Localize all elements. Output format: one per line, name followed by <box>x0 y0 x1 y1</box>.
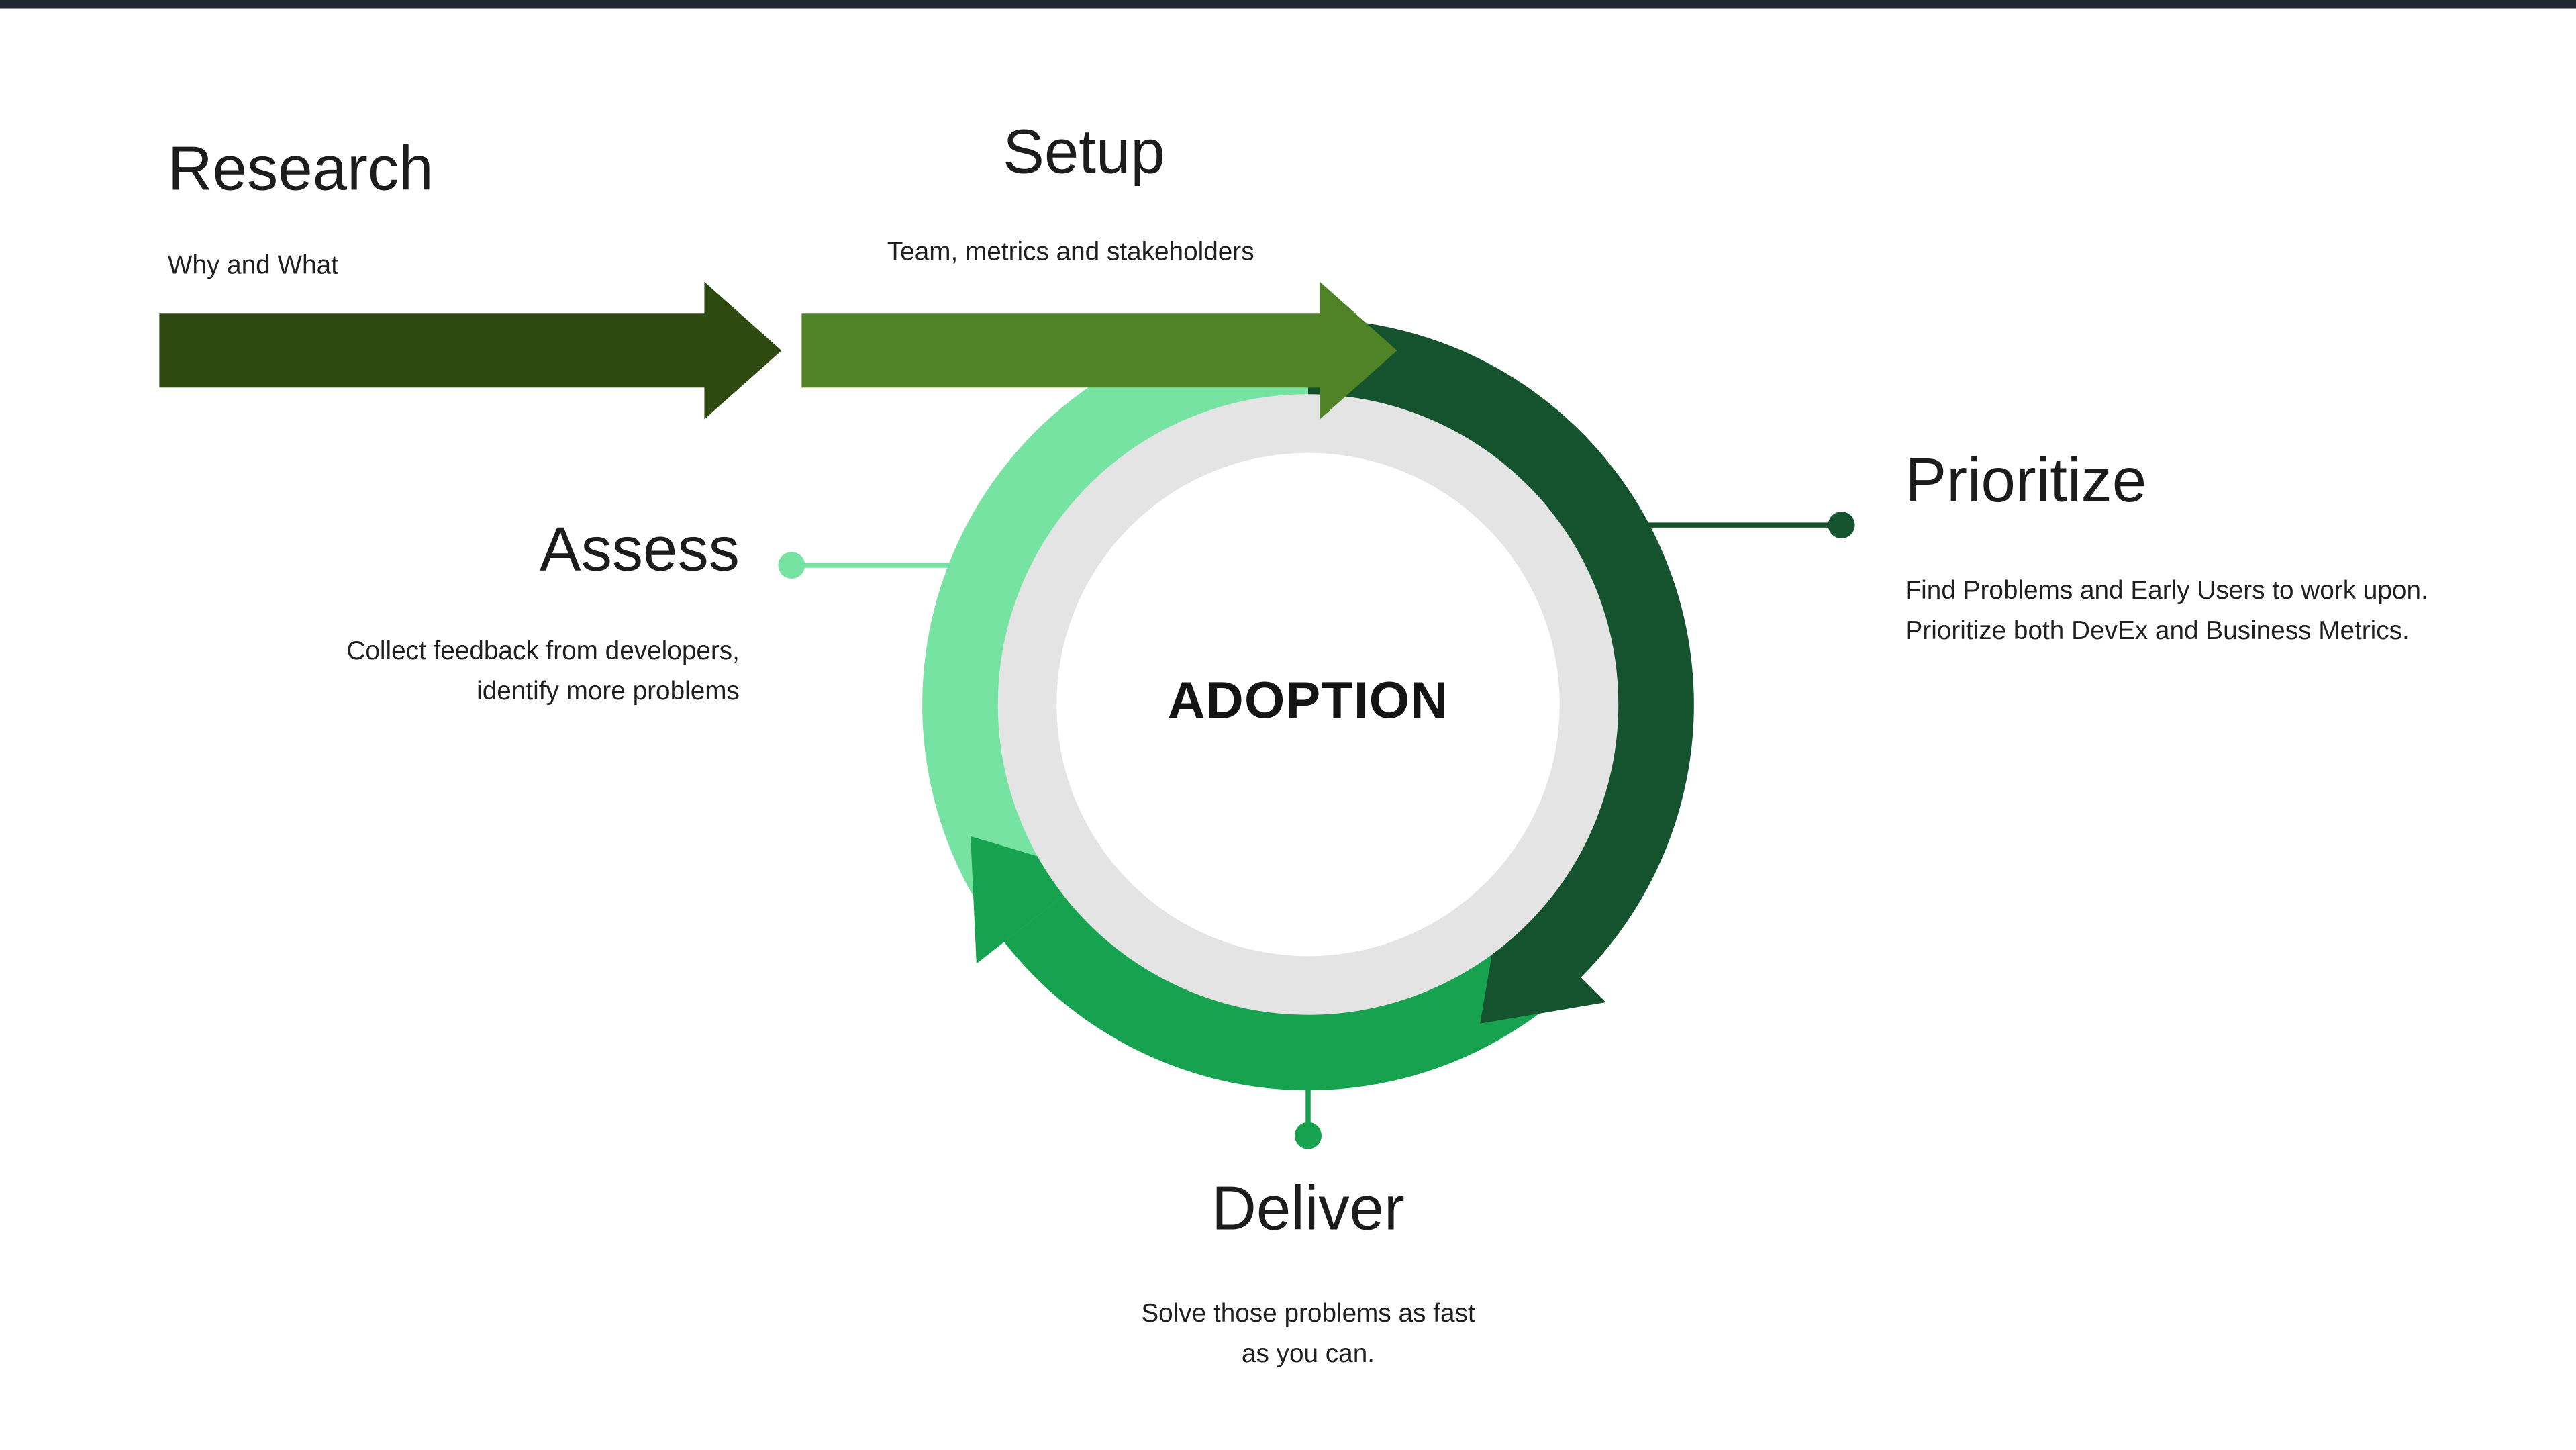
setup-arrow-icon <box>801 281 1397 420</box>
ring-inner-gray <box>997 394 1619 1015</box>
deliver-description: Solve those problems as fast as you can. <box>1141 1300 1475 1369</box>
prioritize-connector-dot <box>1828 512 1855 539</box>
adoption-center-label: ADOPTION <box>1167 671 1449 730</box>
ring-center-disc <box>1056 452 1560 957</box>
top-edge-bar <box>0 0 2576 9</box>
setup-title: Setup <box>1003 117 1165 187</box>
prioritize-title: Prioritize <box>1905 446 2147 516</box>
prioritize-description: Find Problems and Early Users to work up… <box>1905 577 2428 646</box>
setup-description: Team, metrics and stakeholders <box>887 238 1254 267</box>
research-description: Why and What <box>167 251 338 281</box>
research-title: Research <box>167 134 434 203</box>
assess-description: Collect feedback from developers, identi… <box>346 637 740 706</box>
assess-title: Assess <box>539 515 740 584</box>
assess-connector-dot <box>778 552 805 579</box>
deliver-title: Deliver <box>1211 1174 1405 1243</box>
deliver-connector-dot <box>1294 1122 1322 1149</box>
ring-segment-dark-green <box>1307 318 1694 977</box>
research-arrow-icon <box>159 281 782 420</box>
